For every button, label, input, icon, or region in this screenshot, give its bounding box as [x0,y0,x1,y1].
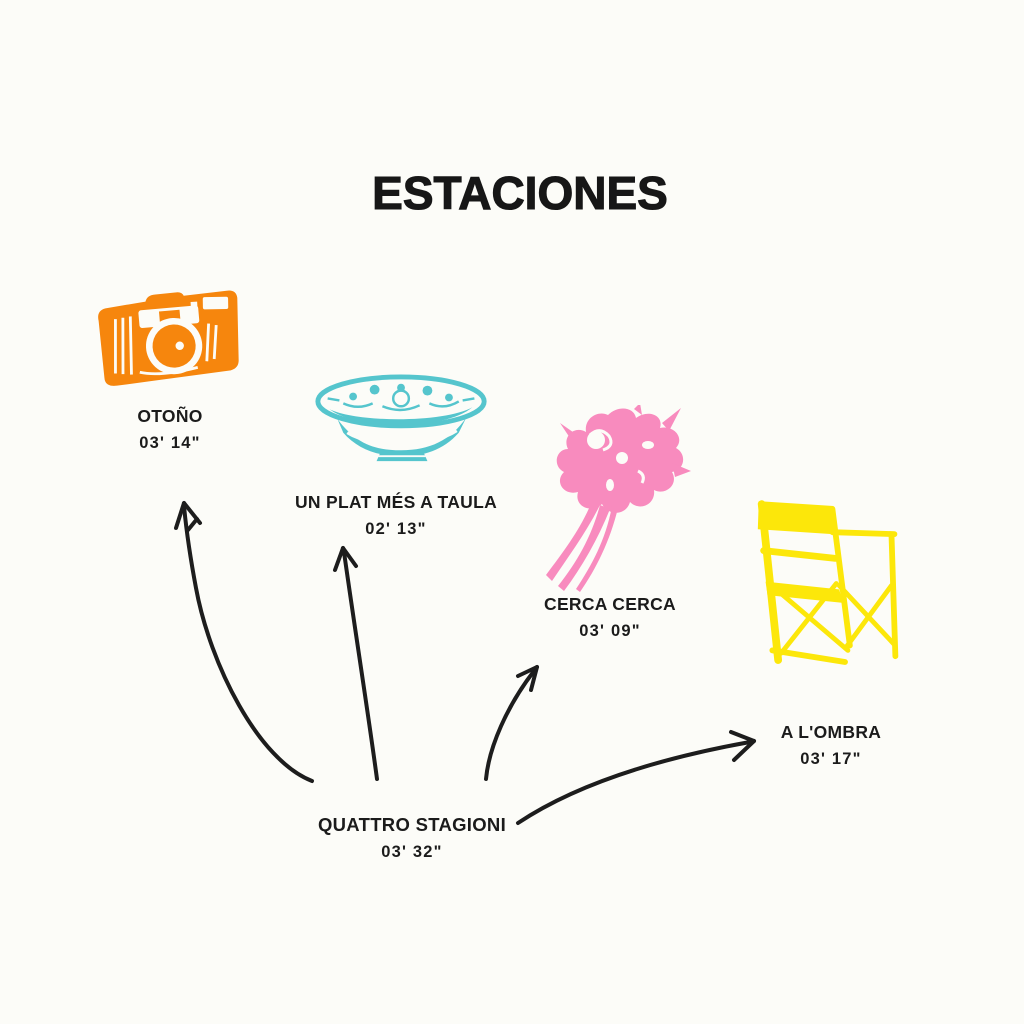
center-node-label: QUATTRO STAGIONI [317,814,507,835]
page-title: ESTACIONES [372,166,669,219]
arrow-to-a-lombra [516,730,756,825]
arrow-to-otono [174,501,314,783]
node-un-plat-label: UN PLAT MÉS A TAULA [294,492,498,512]
node-cerca-duration: 03' 09" [579,622,641,640]
node-a-lombra-duration: 03' 17" [800,750,862,768]
film-camera-icon [98,290,239,386]
node-a-lombra: A L'OMBRA 03' 17" [781,722,882,769]
node-un-plat-mes-a-taula: UN PLAT MÉS A TAULA 02' 13" [295,492,497,539]
center-node-duration: 03' 32" [381,843,443,861]
node-otono: OTOÑO 03' 14" [137,406,202,453]
flower-bouquet-icon [546,405,691,592]
node-quattro-stagioni: QUATTRO STAGIONI 03' 32" [318,814,506,862]
node-otono-duration: 03' 14" [139,434,201,452]
node-un-plat-duration: 02' 13" [365,520,427,538]
node-a-lombra-label: A L'OMBRA [780,722,882,742]
node-otono-label: OTOÑO [137,406,203,426]
node-cerca-label: CERCA CERCA [544,594,676,614]
node-cerca-cerca: CERCA CERCA 03' 09" [544,594,676,641]
arrow-to-un-plat [333,546,379,781]
directors-chair-icon [757,500,899,665]
ceramic-bowl-icon [315,374,487,462]
arrow-to-cerca-cerca [484,665,539,781]
